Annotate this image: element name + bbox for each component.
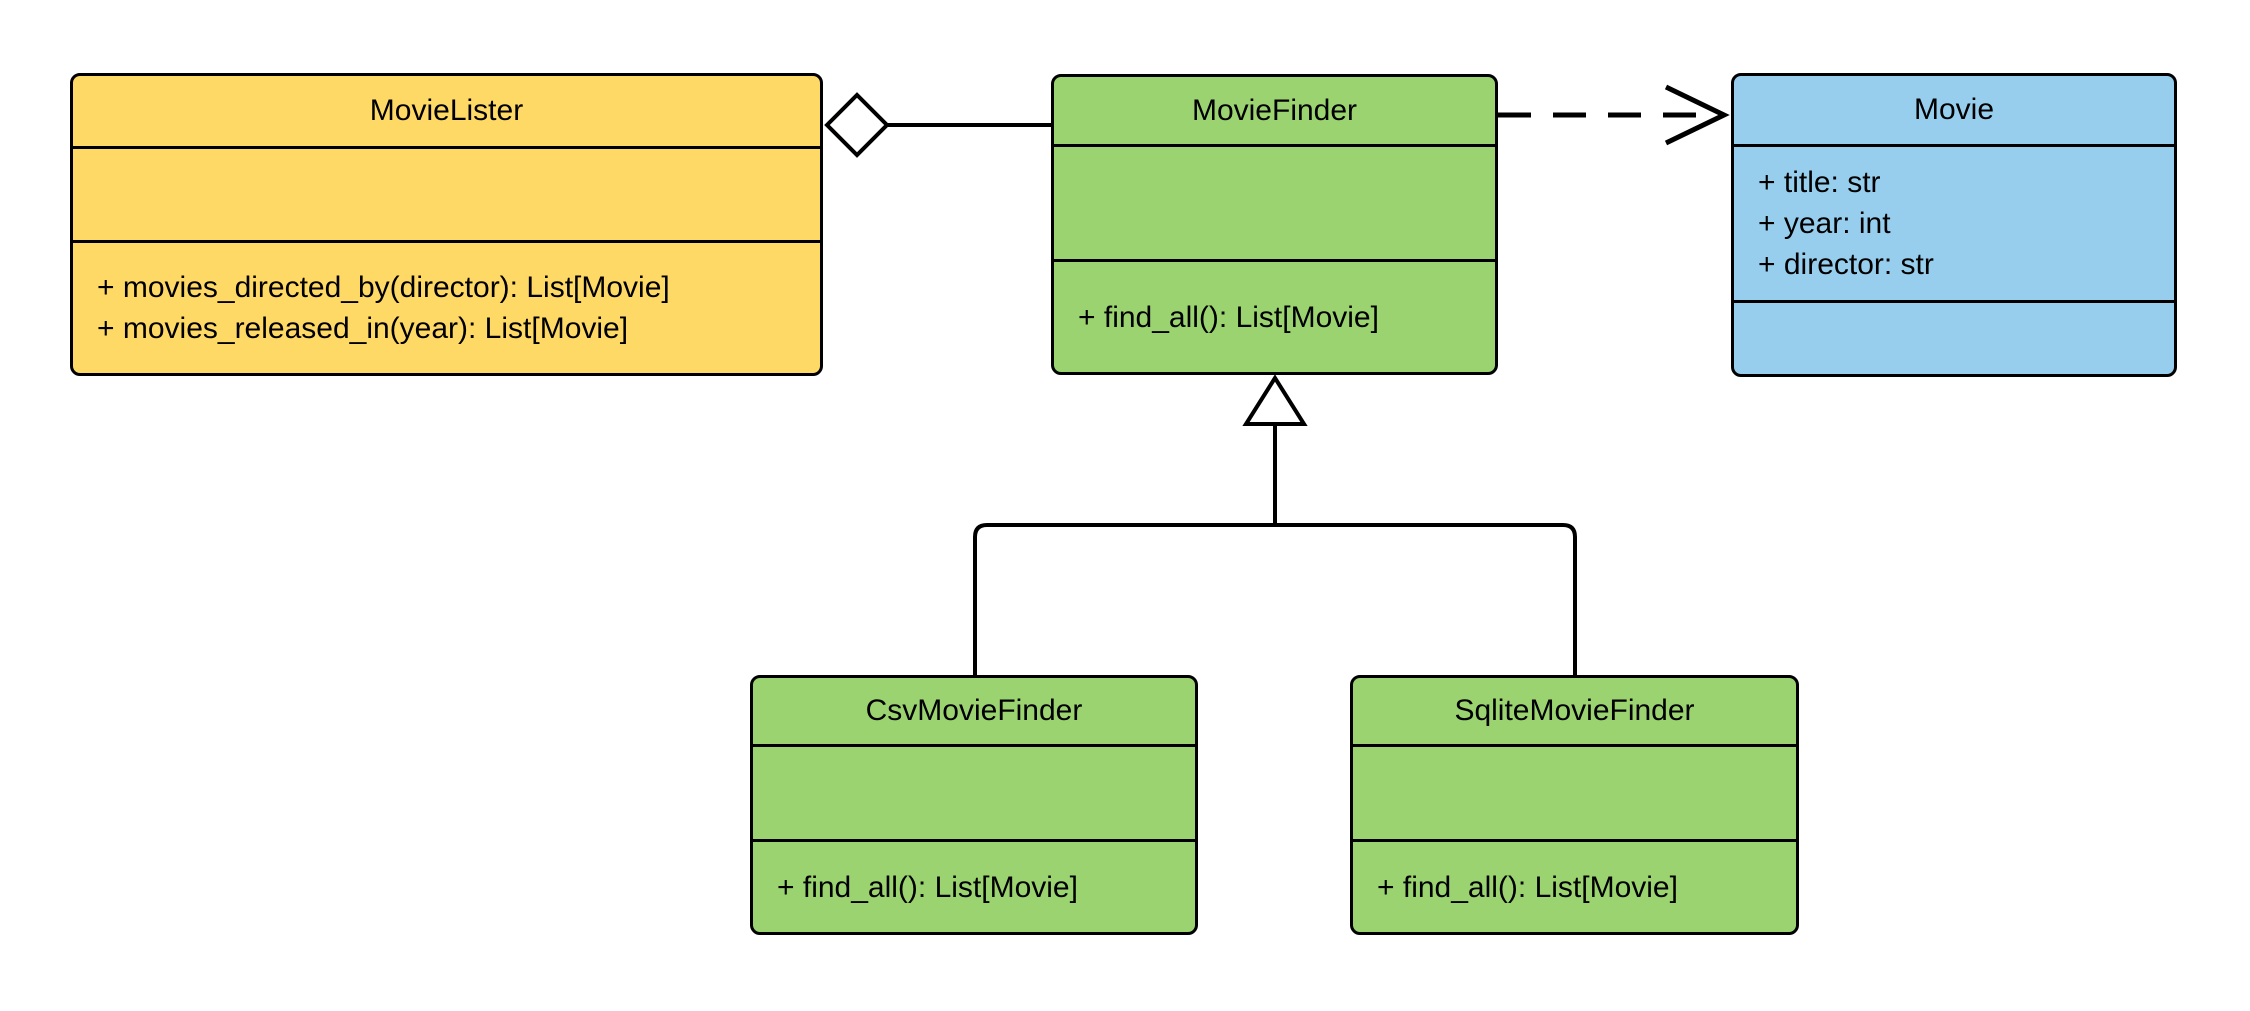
class-node-csvmoviefinder[interactable]: CsvMovieFinder + find_all(): List[Movie] [750, 675, 1198, 935]
inheritance-tree-lines [973, 424, 1577, 675]
method-line: + find_all(): List[Movie] [1078, 300, 1379, 334]
class-node-moviefinder[interactable]: MovieFinder + find_all(): List[Movie] [1051, 74, 1498, 375]
class-attributes-sqlitemoviefinder [1353, 744, 1796, 839]
method-line: + find_all(): List[Movie] [777, 870, 1078, 904]
class-attributes-movie: + title: str + year: int + director: str [1734, 144, 2174, 300]
class-methods-movielister: + movies_directed_by(director): List[Mov… [73, 240, 820, 373]
inheritance-triangle-icon [1242, 374, 1308, 426]
dependency-arrowhead-icon [1664, 84, 1730, 146]
class-title-moviefinder: MovieFinder [1191, 93, 1358, 127]
class-methods-moviefinder: + find_all(): List[Movie] [1054, 259, 1495, 372]
aggregation-edge-movielister-moviefinder [824, 92, 1051, 158]
aggregation-diamond [824, 92, 890, 158]
method-line: + find_all(): List[Movie] [1377, 870, 1678, 904]
class-node-movielister[interactable]: MovieLister + movies_directed_by(directo… [70, 73, 823, 376]
method-line: + movies_released_in(year): List[Movie] [97, 312, 629, 345]
class-methods-movie [1734, 300, 2174, 374]
class-methods-sqlitemoviefinder: + find_all(): List[Movie] [1353, 839, 1796, 932]
class-node-movie[interactable]: Movie + title: str + year: int + directo… [1731, 73, 2177, 377]
class-attributes-csvmoviefinder [753, 744, 1195, 839]
class-title-movie: Movie [1913, 93, 1995, 126]
attribute-line: + director: str [1758, 248, 1934, 281]
attribute-line: + year: int [1758, 207, 1891, 240]
class-methods-csvmoviefinder: + find_all(): List[Movie] [753, 839, 1195, 932]
class-title-csvmoviefinder: CsvMovieFinder [865, 694, 1083, 727]
class-attributes-moviefinder [1054, 144, 1495, 259]
attribute-line: + title: str [1758, 166, 1881, 199]
class-title-sqlitemoviefinder: SqliteMovieFinder [1454, 694, 1695, 727]
class-title-movielister: MovieLister [369, 94, 524, 127]
dependency-edge-moviefinder-movie [1498, 84, 1730, 146]
class-attributes-movielister [73, 146, 820, 240]
class-node-sqlitemoviefinder[interactable]: SqliteMovieFinder + find_all(): List[Mov… [1350, 675, 1799, 935]
inheritance-edges-to-moviefinder [973, 374, 1577, 675]
method-line: + movies_directed_by(director): List[Mov… [97, 271, 670, 304]
